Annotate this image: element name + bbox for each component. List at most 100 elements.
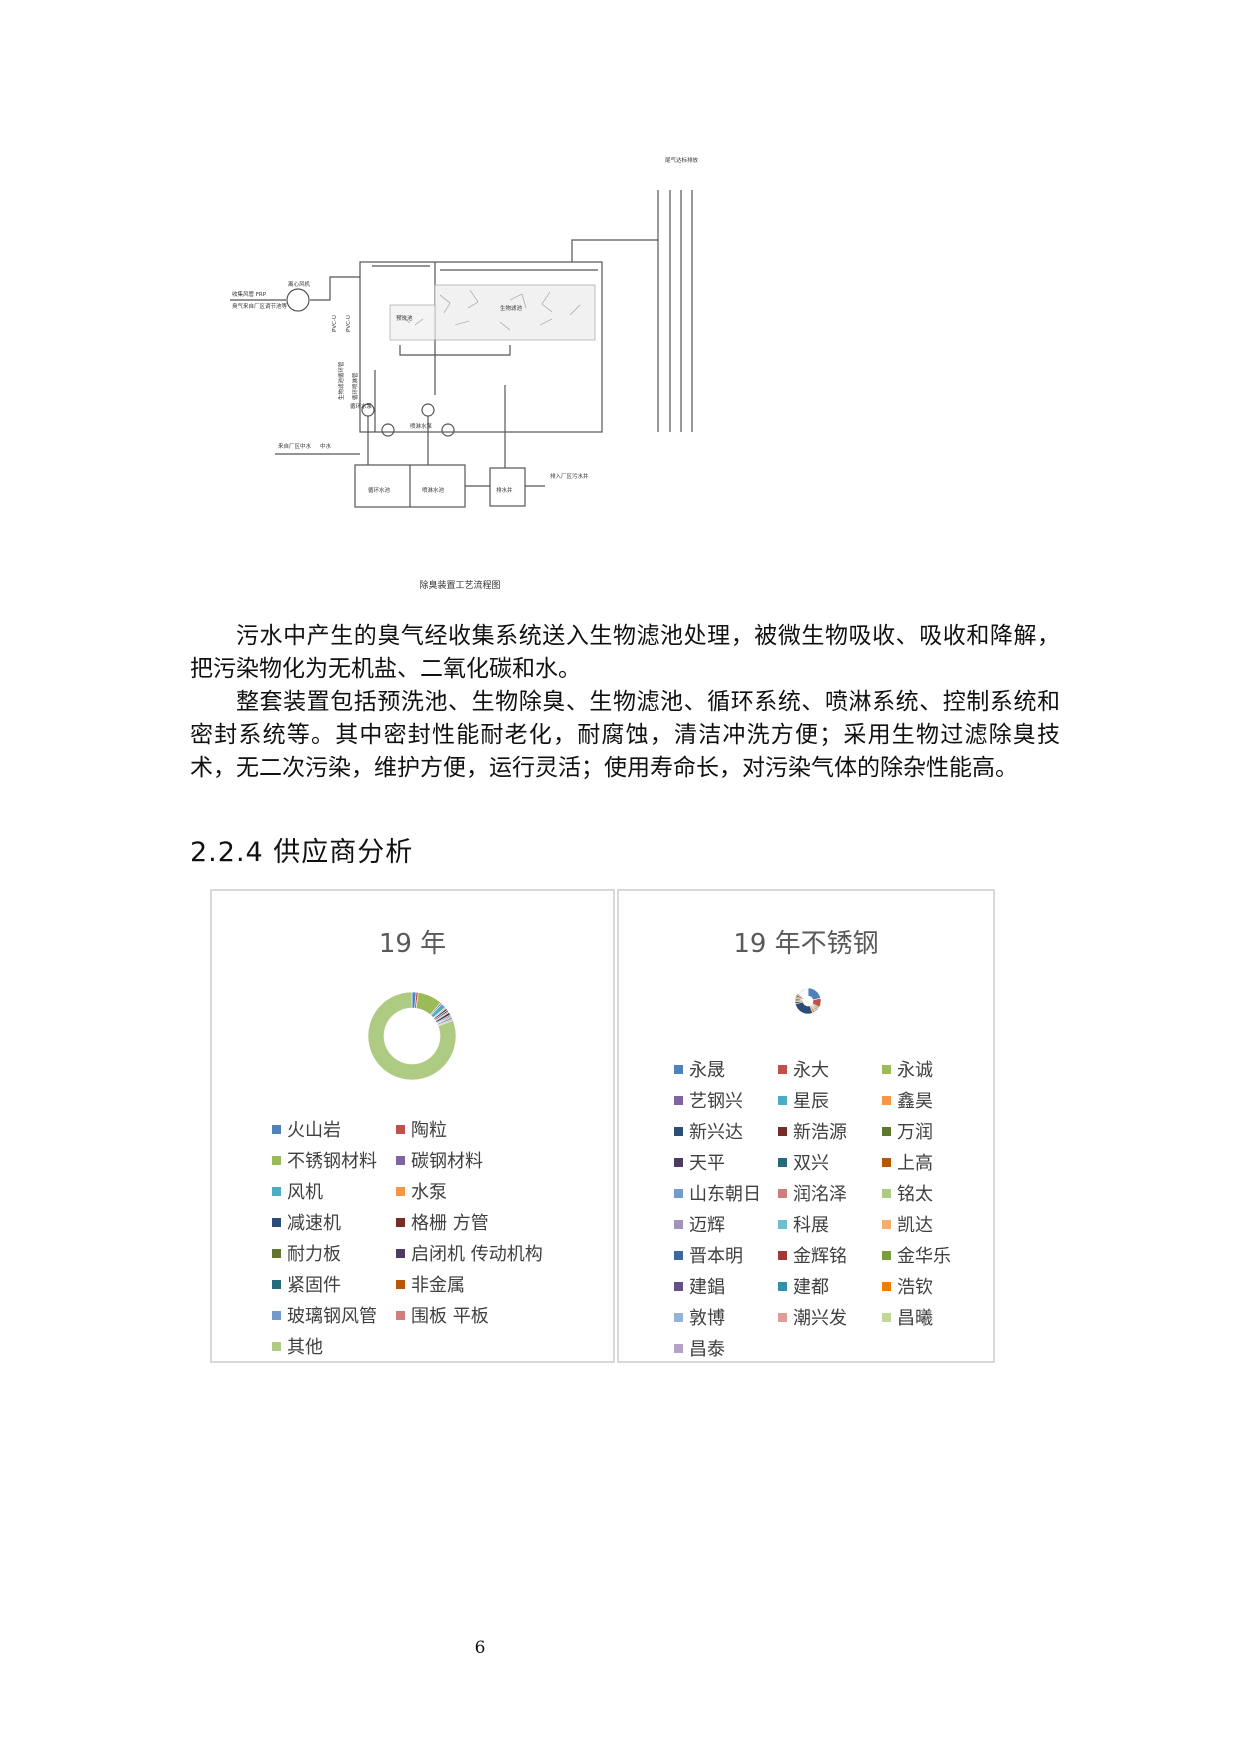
- label-pretreat: 预洗池: [396, 314, 413, 322]
- legend-swatch: [882, 1189, 891, 1198]
- chart-title: 19 年: [378, 929, 447, 959]
- legend-item: 浩钦: [882, 1273, 933, 1299]
- donut-chart: [367, 991, 457, 1081]
- legend-label: 双兴: [793, 1153, 829, 1174]
- legend-item: 山东朝日: [674, 1180, 761, 1206]
- legend-label: 天平: [689, 1153, 725, 1174]
- legend-swatch: [396, 1249, 405, 1258]
- label-pipe-b: PVC-U: [346, 315, 352, 332]
- legend-item: 围板 平板: [396, 1302, 489, 1328]
- donut-chart: [794, 987, 822, 1015]
- label-spray-pump: 喷淋水泵: [410, 422, 433, 430]
- label-tank1: 循环水池: [368, 486, 391, 494]
- legend-item: 金华乐: [882, 1242, 951, 1268]
- legend-item: 减速机: [272, 1209, 341, 1235]
- legend-swatch: [272, 1187, 281, 1196]
- legend-swatch: [674, 1251, 683, 1260]
- legend-item: 耐力板: [272, 1240, 341, 1266]
- legend-item: 昌曦: [882, 1304, 933, 1330]
- label-water-in: 来自厂区中水: [278, 442, 312, 450]
- legend-swatch: [396, 1125, 405, 1134]
- label-drain-out: 排入厂区污水井: [550, 472, 589, 480]
- legend-label: 艺钢兴: [689, 1091, 743, 1112]
- legend-item: 艺钢兴: [674, 1087, 743, 1113]
- legend-swatch: [674, 1220, 683, 1229]
- label-water: 中水: [320, 442, 332, 450]
- legend-label: 星辰: [793, 1091, 829, 1112]
- legend-label: 玻璃钢风管: [287, 1306, 377, 1327]
- legend-item: 火山岩: [272, 1116, 341, 1142]
- legend-label: 其他: [287, 1337, 323, 1358]
- label-fan: 离心风机: [288, 280, 311, 288]
- legend-swatch: [272, 1218, 281, 1227]
- legend-item: 潮兴发: [778, 1304, 847, 1330]
- legend-item: 建錩: [674, 1273, 725, 1299]
- legend-swatch: [778, 1096, 787, 1105]
- paragraph-2: 整套装置包括预洗池、生物除臭、生物滤池、循环系统、喷淋系统、控制系统和密封系统等…: [190, 689, 1060, 781]
- legend-swatch: [674, 1344, 683, 1353]
- legend-swatch: [272, 1249, 281, 1258]
- figure-caption: 除臭装置工艺流程图: [419, 579, 500, 591]
- legend-item: 不锈钢材料: [272, 1147, 377, 1173]
- legend-swatch: [778, 1251, 787, 1260]
- legend-label: 格栅 方管: [411, 1213, 489, 1234]
- legend-label: 科展: [793, 1215, 829, 1236]
- label-vert2: 循环喷淋管: [351, 372, 359, 400]
- legend-item: 陶粒: [396, 1116, 447, 1142]
- legend-item: 格栅 方管: [396, 1209, 489, 1235]
- legend-swatch: [674, 1158, 683, 1167]
- label-drain: 排水井: [496, 486, 513, 494]
- legend-swatch: [882, 1065, 891, 1074]
- legend-label: 晋本明: [689, 1246, 743, 1267]
- legend-label: 永晟: [689, 1060, 725, 1081]
- legend-item: 新浩源: [778, 1118, 847, 1144]
- legend-label: 围板 平板: [411, 1306, 489, 1327]
- legend-swatch: [674, 1189, 683, 1198]
- legend-label: 建錩: [689, 1277, 725, 1298]
- legend-item: 迈辉: [674, 1211, 725, 1237]
- legend-label: 敦博: [689, 1308, 725, 1329]
- legend-item: 双兴: [778, 1149, 829, 1175]
- legend-swatch: [396, 1311, 405, 1320]
- legend-label: 水泵: [411, 1182, 447, 1203]
- legend-item: 鑫昊: [882, 1087, 933, 1113]
- legend-label: 永诚: [897, 1060, 933, 1081]
- process-flow-diagram: 尾气达标排放 收集风管 FRP 臭气来自厂区调节池等 离心风机 预洗池 生物滤池…: [200, 150, 720, 600]
- legend-swatch: [272, 1125, 281, 1134]
- chart-19-year: 19 年 火山岩陶粒不锈钢材料碳钢材料风机水泵减速机格栅 方管耐力板启闭机 传动…: [210, 889, 615, 1363]
- legend-swatch: [778, 1127, 787, 1136]
- legend-item: 永诚: [882, 1056, 933, 1082]
- label-tank2: 喷淋水池: [422, 486, 445, 494]
- legend-label: 启闭机 传动机构: [411, 1244, 543, 1265]
- legend-label: 昌曦: [897, 1308, 933, 1329]
- slice-新兴达: [794, 1001, 814, 1015]
- legend-swatch: [778, 1220, 787, 1229]
- legend-label: 减速机: [287, 1213, 341, 1234]
- legend-item: 启闭机 传动机构: [396, 1240, 543, 1266]
- paragraph-1: 污水中产生的臭气经收集系统送入生物滤池处理，被微生物吸收、吸收和降解，把污染物化…: [190, 623, 1060, 682]
- legend-swatch: [674, 1282, 683, 1291]
- legend-label: 迈辉: [689, 1215, 725, 1236]
- legend-label: 非金属: [411, 1275, 465, 1296]
- slice-昌泰: [806, 987, 809, 997]
- legend-item: 润洺泽: [778, 1180, 847, 1206]
- label-bio: 生物滤池: [500, 304, 523, 312]
- legend-item: 金辉铭: [778, 1242, 847, 1268]
- legend-item: 凯达: [882, 1211, 933, 1237]
- legend-swatch: [272, 1311, 281, 1320]
- legend-label: 金辉铭: [793, 1246, 847, 1267]
- legend-item: 科展: [778, 1211, 829, 1237]
- legend-item: 碳钢材料: [396, 1147, 483, 1173]
- legend-label: 上高: [897, 1153, 933, 1174]
- legend-item: 天平: [674, 1149, 725, 1175]
- chart-legend: 永晟永大永诚艺钢兴星辰鑫昊新兴达新浩源万润天平双兴上高山东朝日润洺泽铭太迈辉科展…: [674, 1056, 994, 1360]
- legend-item: 敦博: [674, 1304, 725, 1330]
- slice-其他: [367, 991, 457, 1081]
- legend-label: 浩钦: [897, 1277, 933, 1298]
- legend-item: 昌泰: [674, 1335, 725, 1361]
- legend-label: 潮兴发: [793, 1308, 847, 1329]
- label-pipe-a: PVC-U: [332, 315, 338, 332]
- legend-swatch: [272, 1156, 281, 1165]
- legend-swatch: [778, 1189, 787, 1198]
- legend-swatch: [882, 1313, 891, 1322]
